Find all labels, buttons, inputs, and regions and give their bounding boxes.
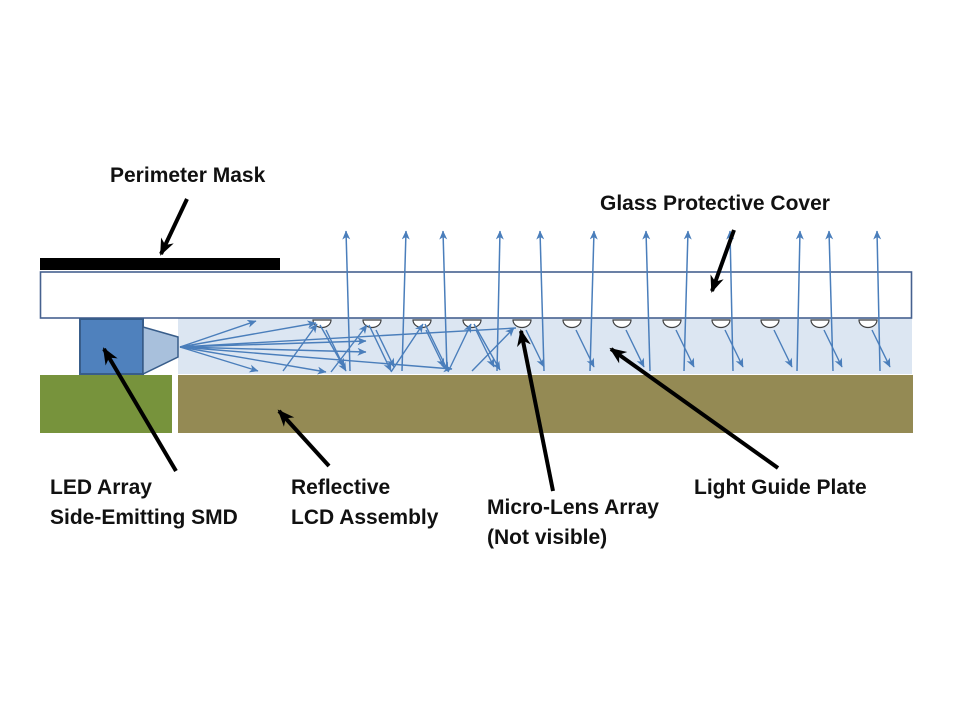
led-pcb-block [40,375,172,433]
perimeter-mask-bar [40,258,280,270]
micro-lens [362,319,382,329]
lens-down-ray [575,329,595,368]
bounce-ray [473,323,501,371]
fan-ray [179,346,327,375]
light-rays [179,230,891,375]
reflective-lcd-label-line2: LCD Assembly [291,506,439,529]
led-array-label: LED Array Side-Emitting SMD [50,473,238,533]
lens-down-ray [475,329,495,368]
led-array-label-line2: Side-Emitting SMD [50,506,238,529]
micro-lens-label-line2: (Not visible) [487,526,608,549]
bounce-ray [471,327,515,372]
fan-ray [179,346,259,373]
bounce-ray [282,323,318,372]
leader-arrow [609,347,780,470]
fan-ray [179,320,317,348]
lens-down-ray [871,329,891,368]
fan-ray [179,327,517,348]
micro-lens [512,319,532,329]
micro-lens-label-line1: Micro-Lens Array [487,496,659,519]
leader-arrow [517,329,555,492]
lens-down-ray [724,329,744,368]
micro-lens [810,319,830,329]
lens-down-ray [773,329,793,368]
glass-protective-cover [39,271,913,319]
lens-down-ray [823,329,843,368]
perimeter-mask-label: Perimeter Mask [110,164,266,187]
leader-arrows [102,198,780,492]
up-ray [536,230,545,372]
leader-arrow [159,198,189,256]
fan-ray [179,319,257,348]
micro-lens [760,319,780,329]
fan-ray [179,346,453,373]
bounce-ray [319,324,347,372]
up-ray [726,230,735,372]
bounce-ray [424,323,449,372]
up-ray [439,230,448,372]
bounce-ray [368,324,392,372]
micro-lens [562,319,582,329]
reflective-lcd-label: Reflective LCD Assembly [291,473,438,533]
led-package [79,318,144,375]
bounce-ray [330,324,368,373]
lens-down-ray [625,329,645,368]
fan-ray [179,337,367,348]
micro-lens-label: Micro-Lens Array (Not visible) [487,493,659,553]
bounce-ray [447,323,472,373]
leader-arrow [277,409,331,468]
up-ray [795,230,804,372]
reflective-lcd-assembly [178,375,913,433]
reflective-lcd-label-line1: Reflective [291,476,391,499]
up-ray [642,230,651,372]
led-emitter-nozzle [142,326,179,376]
leader-arrow [710,229,736,293]
up-ray [589,230,598,372]
up-ray [401,230,410,372]
leader-arrow [102,347,178,473]
micro-lens [858,319,878,329]
glass-cover-label: Glass Protective Cover [600,192,830,215]
micro-lens [711,319,731,329]
up-ray [495,230,504,372]
led-array-label-line1: LED Array [50,476,152,499]
lens-down-ray [675,329,695,368]
micro-lens-array [312,319,878,329]
light-guide-plate-label: Light Guide Plate [694,476,867,499]
up-ray [873,230,882,372]
lens-down-ray [425,329,445,368]
micro-lens [662,319,682,329]
bounce-ray [390,323,424,373]
micro-lens [612,319,632,329]
